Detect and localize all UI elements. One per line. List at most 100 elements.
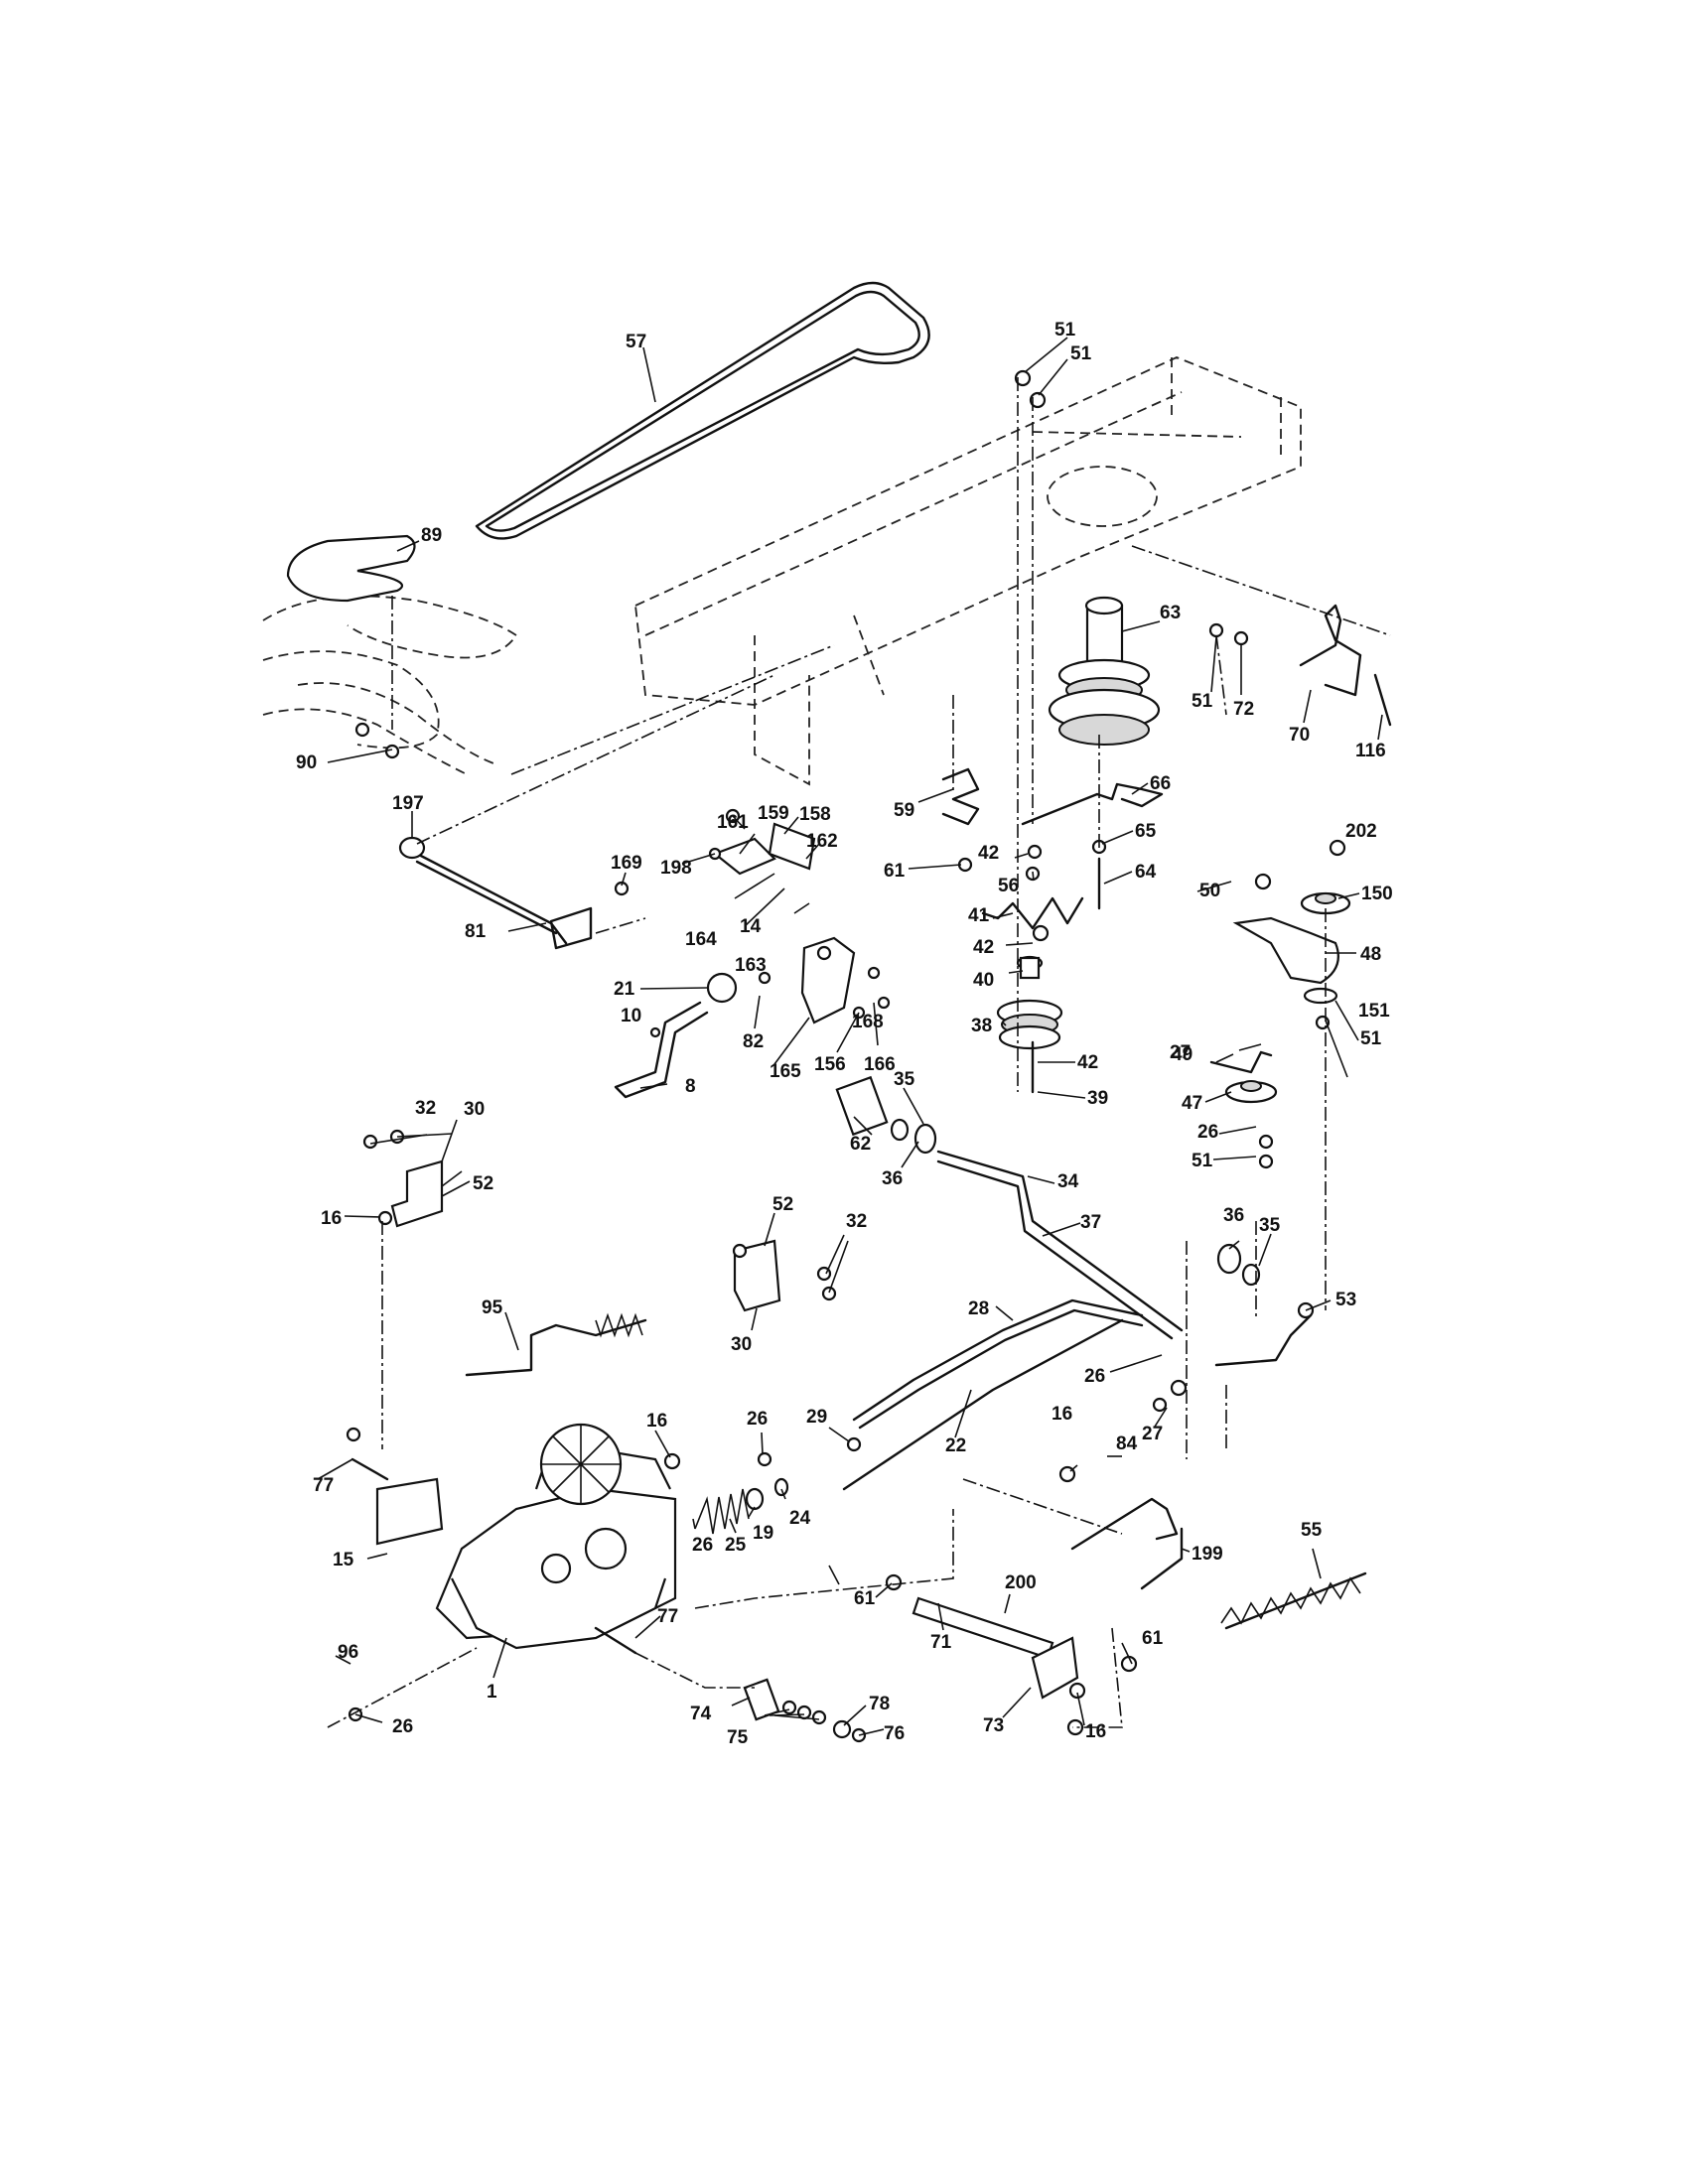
- label-200: 200: [1005, 1572, 1037, 1593]
- label-197: 197: [392, 793, 424, 814]
- label-32a: 32: [415, 1098, 436, 1119]
- frame-outline: [634, 356, 1302, 786]
- bracket-81: [549, 906, 593, 950]
- label-16d: 16: [1085, 1721, 1106, 1742]
- label-159: 159: [758, 803, 789, 824]
- label-26a: 26: [692, 1535, 713, 1556]
- washer-75a: [781, 1700, 797, 1715]
- label-29: 29: [806, 1407, 827, 1428]
- label-35b: 35: [1259, 1215, 1281, 1236]
- washer-151: [1303, 987, 1338, 1005]
- label-40: 40: [973, 970, 994, 991]
- assembly-lines: [327, 377, 1391, 1728]
- label-8: 8: [685, 1076, 696, 1097]
- label-16a: 16: [321, 1208, 342, 1229]
- spacer-19: [745, 1487, 765, 1511]
- label-42c: 42: [1077, 1052, 1098, 1073]
- label-64: 64: [1135, 862, 1157, 883]
- label-166: 166: [864, 1054, 896, 1075]
- rod-53: [1214, 1313, 1313, 1367]
- label-42b: 42: [973, 937, 994, 958]
- washer-78: [832, 1719, 852, 1739]
- axle-77-right: [594, 1626, 637, 1655]
- transmission: [375, 1423, 677, 1650]
- label-36a: 36: [882, 1168, 903, 1189]
- label-168: 168: [852, 1012, 884, 1032]
- rod-84: [1070, 1497, 1179, 1551]
- washer-36-right: [1216, 1243, 1242, 1275]
- label-59: 59: [894, 800, 914, 821]
- label-47: 47: [1182, 1093, 1202, 1114]
- label-19: 19: [753, 1523, 773, 1544]
- label-55: 55: [1301, 1520, 1323, 1541]
- drive-belt-inner: [485, 290, 920, 532]
- label-169: 169: [611, 853, 642, 874]
- plate-158: [768, 822, 816, 871]
- label-202: 202: [1345, 821, 1377, 842]
- label-34: 34: [1057, 1171, 1079, 1192]
- rod-28-b: [858, 1308, 1144, 1430]
- drive-belt: [475, 281, 930, 540]
- label-26b: 26: [747, 1409, 768, 1430]
- label-38: 38: [971, 1016, 992, 1036]
- label-50: 50: [1199, 881, 1220, 901]
- label-77b: 77: [657, 1606, 678, 1627]
- label-66: 66: [1150, 773, 1171, 794]
- label-25: 25: [725, 1535, 747, 1556]
- lever-8: [614, 1001, 709, 1099]
- bracket-30-right: [733, 1239, 781, 1312]
- label-26d: 26: [1084, 1366, 1105, 1387]
- rod-70: [1299, 604, 1362, 697]
- nut-35-right: [1241, 1263, 1261, 1287]
- label-198: 198: [660, 858, 692, 879]
- label-72: 72: [1233, 699, 1254, 720]
- spacer-62: [835, 1075, 889, 1137]
- label-51b: 51: [1070, 343, 1092, 364]
- label-36b: 36: [1223, 1205, 1244, 1226]
- label-81: 81: [465, 921, 487, 942]
- main-pulley: [1048, 596, 1161, 746]
- bushing-197: [398, 836, 426, 860]
- label-51e: 51: [1192, 1151, 1213, 1171]
- label-51d: 51: [1360, 1028, 1382, 1049]
- label-162: 162: [806, 831, 838, 852]
- label-96: 96: [338, 1642, 358, 1663]
- label-1: 1: [487, 1682, 497, 1703]
- label-22: 22: [945, 1435, 966, 1456]
- label-61a: 61: [884, 861, 906, 882]
- label-14: 14: [740, 916, 762, 937]
- cover-part: [286, 534, 416, 603]
- label-27b: 27: [1142, 1424, 1163, 1444]
- axle-77: [351, 1457, 389, 1481]
- label-16c: 16: [1052, 1404, 1072, 1425]
- shift-rod-81-lower: [415, 860, 558, 935]
- label-10: 10: [621, 1006, 641, 1026]
- plate-73: [1031, 1636, 1079, 1700]
- rod-95: [465, 1318, 647, 1377]
- spring-55-body: [1224, 1571, 1367, 1630]
- idler-pulley-38: [996, 955, 1063, 1050]
- label-95: 95: [482, 1297, 503, 1318]
- label-74: 74: [690, 1704, 712, 1724]
- pulley-47: [1224, 1080, 1278, 1104]
- rod-28: [852, 1298, 1144, 1422]
- label-84: 84: [1116, 1433, 1138, 1454]
- label-71: 71: [930, 1632, 952, 1653]
- rod-34: [936, 1150, 1184, 1332]
- label-163: 163: [735, 955, 767, 976]
- label-158: 158: [799, 804, 831, 825]
- idler-arm-48: [1232, 916, 1339, 985]
- bracket-49: [1209, 1050, 1273, 1074]
- label-49: 49: [1172, 1044, 1193, 1065]
- label-62: 62: [850, 1134, 871, 1155]
- label-116: 116: [1355, 741, 1386, 761]
- bracket-59: [941, 767, 980, 826]
- shift-bracket-165: [800, 936, 856, 1024]
- shift-rod-81: [415, 852, 568, 945]
- label-165: 165: [770, 1061, 801, 1082]
- label-156: 156: [814, 1054, 846, 1075]
- label-61b: 61: [854, 1588, 876, 1609]
- label-27a: 27: [1170, 1042, 1191, 1063]
- nut-35: [890, 1118, 910, 1142]
